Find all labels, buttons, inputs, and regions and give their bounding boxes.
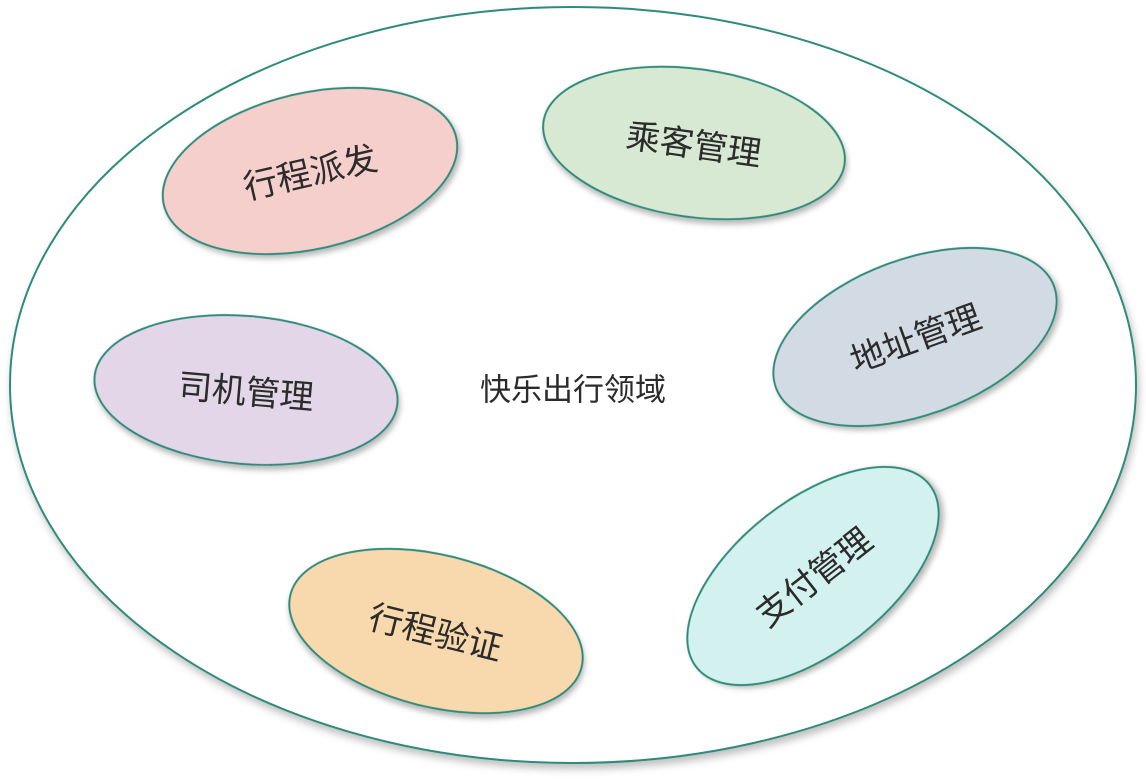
- subdomain-driver-management: 司机管理: [93, 314, 399, 466]
- subdomain-passenger-management: 乘客管理: [542, 65, 846, 221]
- subdomain-ellipse: [686, 465, 940, 687]
- subdomain-ellipse: [288, 547, 584, 715]
- subdomain-ellipse: [93, 314, 399, 466]
- domain-label: 快乐出行领域: [480, 373, 666, 409]
- subdomain-address-management: 地址管理: [772, 246, 1058, 428]
- subdomain-ellipse: [772, 246, 1058, 428]
- subdomain-ellipse: [542, 65, 846, 221]
- subdomain-trip-verification: 行程验证: [288, 547, 584, 715]
- subdomain-payment-management: 支付管理: [686, 465, 940, 687]
